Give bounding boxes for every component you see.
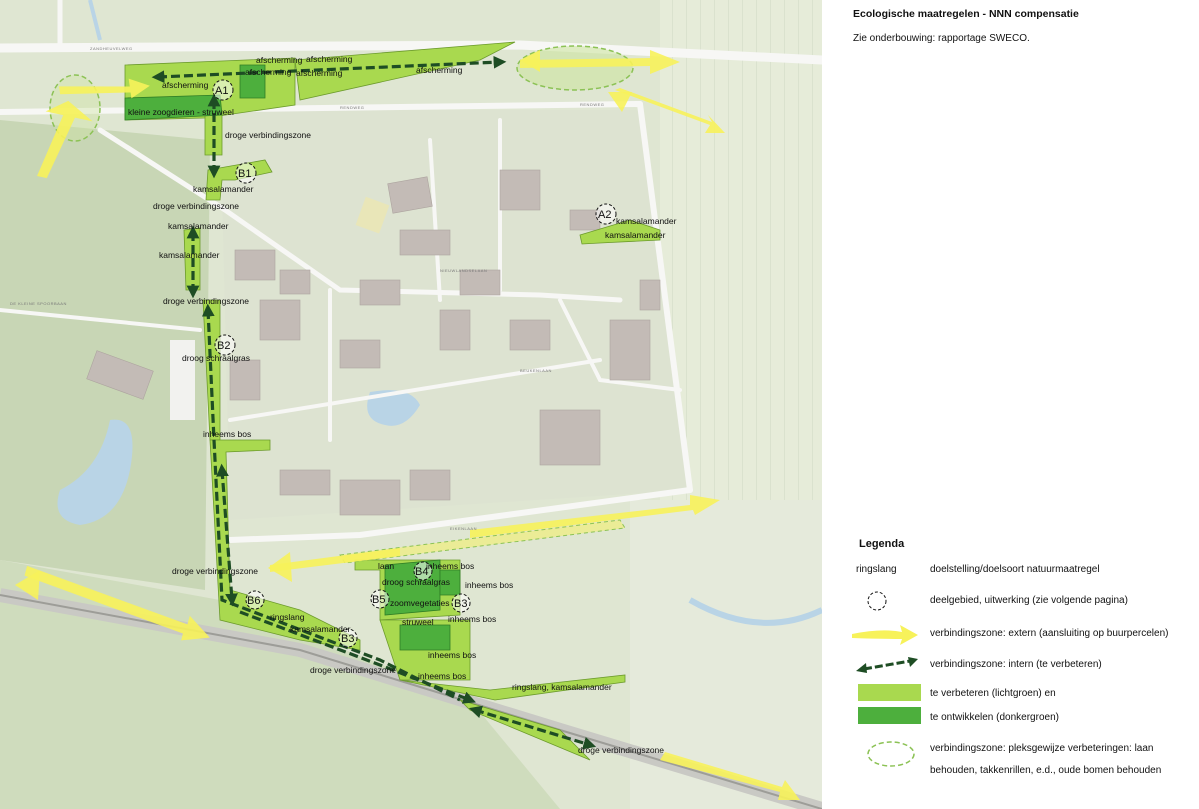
map-label: kamsalamander <box>605 230 666 240</box>
pond-center <box>367 390 420 426</box>
legend-item-text: verbindingszone: extern (aansluiting op … <box>930 628 1169 639</box>
map-label: droog schraalgras <box>182 353 250 363</box>
map-label: inheems bos <box>448 614 496 624</box>
zone-marker-b1 <box>235 162 257 184</box>
internal-connection-arrows <box>151 55 597 750</box>
yellow-arrow-icon <box>852 624 918 651</box>
map-area[interactable]: ZANDHEUVELWEG RENDWEG RENDWEG NIEUWLANDS… <box>0 0 822 809</box>
map-label: droog schraalgras <box>382 577 450 587</box>
road-label: DE KLEINE SPOORBAAN <box>10 301 67 306</box>
dark-green-swatch <box>858 707 921 724</box>
map-label: droge verbindingszone <box>578 745 664 755</box>
map-label: inheems bos <box>418 671 466 681</box>
zone-label: B5 <box>372 594 385 606</box>
zone-label: B1 <box>238 168 251 180</box>
panel-subtitle: Zie onderbouwing: rapportage SWECO. <box>853 33 1030 44</box>
panel-title: Ecologische maatregelen - NNN compensati… <box>853 8 1079 20</box>
zone-marker-b4 <box>413 561 433 581</box>
improvement-ellipse-north <box>516 45 634 91</box>
zone-marker-a1 <box>212 79 234 101</box>
map-label: inheems bos <box>426 561 474 571</box>
map-label: afscherming <box>162 80 209 90</box>
map-label: afscherming <box>256 55 303 65</box>
zone-label: B3 <box>341 633 354 645</box>
zone-marker-b2 <box>214 334 236 356</box>
buildings <box>86 169 661 516</box>
legend-title: Legenda <box>859 538 905 550</box>
road-network <box>0 0 822 543</box>
development-zones <box>124 64 461 651</box>
light-green-swatch <box>858 684 921 701</box>
plaza <box>170 340 195 420</box>
map-label: kamsalamander <box>290 624 351 634</box>
zone-label: B3 <box>454 598 467 610</box>
legend-item-text: te ontwikkelen (donkergroen) <box>930 712 1059 723</box>
pond-west <box>57 419 133 525</box>
legend-item-text: te verbeteren (lichtgroen) en <box>930 688 1056 699</box>
map-label: ringslang, kamsalamander <box>512 682 612 692</box>
zone-label: A1 <box>215 85 228 97</box>
map-label: inheems bos <box>465 580 513 590</box>
dashed-ellipse-icon <box>866 739 916 774</box>
map-label: inheems bos <box>203 429 251 439</box>
map-label: struweel <box>402 617 434 627</box>
zone-label: B4 <box>415 566 428 578</box>
road-label: RENDWEG <box>580 102 604 107</box>
zone-marker-b6 <box>245 590 265 610</box>
canal-southeast <box>688 597 822 626</box>
legend-item-text: behouden, takkenrillen, e.d., oude bomen… <box>930 765 1162 776</box>
map-label: droge verbindingszone <box>153 201 239 211</box>
legend-item-text: verbindingszone: intern (te verbeteren) <box>930 659 1102 670</box>
map-label: droge verbindingszone <box>163 296 249 306</box>
map-label: kamsalamander <box>159 250 220 260</box>
external-connection-arrows <box>15 50 800 800</box>
zone-marker-a2 <box>595 203 617 225</box>
map-label: kamsalamander <box>168 221 229 231</box>
zone-markers[interactable] <box>212 79 617 648</box>
dark-green-dashed-arrow-icon <box>856 655 918 680</box>
legend-item-text: doelstelling/doelsoort natuurmaatregel <box>930 564 1100 575</box>
map-label: droge verbindingszone <box>225 130 311 140</box>
zone-label: B2 <box>217 340 230 352</box>
legend-item-text: deelgebied, uitwerking (zie volgende pag… <box>930 595 1128 606</box>
map-label: zoomvegetaties <box>390 598 450 608</box>
road-label: EIKENLAAN <box>450 526 477 531</box>
legend-item-text: verbindingszone: pleksgewijze verbeterin… <box>930 743 1154 754</box>
zone-marker-b3-north <box>451 593 471 613</box>
dashed-circle-icon <box>866 590 888 617</box>
road-label: BEUKENLAAN <box>520 368 552 373</box>
map-label: laan <box>378 561 394 571</box>
sports-field <box>355 196 390 234</box>
map-label: kamsalamander <box>616 216 677 226</box>
info-panel: Ecologische maatregelen - NNN compensati… <box>822 0 1199 809</box>
map-label: droge verbindingszone <box>172 566 258 576</box>
zone-marker-b5 <box>370 589 390 609</box>
map-labels: afscherming afscherming afscherming afsc… <box>128 54 677 755</box>
zone-label: A2 <box>598 209 611 221</box>
road-label: NIEUWLANDSELAAN <box>440 268 487 273</box>
zone-marker-b3-south <box>338 628 358 648</box>
map-label: kleine zoogdieren - struweel <box>128 107 234 117</box>
zone-label: B6 <box>247 595 260 607</box>
map-label: afscherming <box>416 65 463 75</box>
fields-east <box>660 0 822 500</box>
legend-example-label: ringslang <box>856 564 897 575</box>
road-label: ZANDHEUVELWEG <box>90 46 133 51</box>
map-label: afscherming <box>296 68 343 78</box>
map-label: kamsalamander <box>193 184 254 194</box>
map-label: droge verbindingszone <box>310 665 396 675</box>
zone-marker-labels: A1 A2 B1 B2 B3 B3 B4 B5 B6 <box>215 85 611 645</box>
map-label: ringslang <box>270 612 305 622</box>
road-label: RENDWEG <box>340 105 364 110</box>
canal-top <box>88 0 102 41</box>
railway-track <box>0 594 822 809</box>
map-label: inheems bos <box>428 650 476 660</box>
map-label: afscherming <box>245 67 292 77</box>
map-label: afscherming <box>306 54 353 64</box>
